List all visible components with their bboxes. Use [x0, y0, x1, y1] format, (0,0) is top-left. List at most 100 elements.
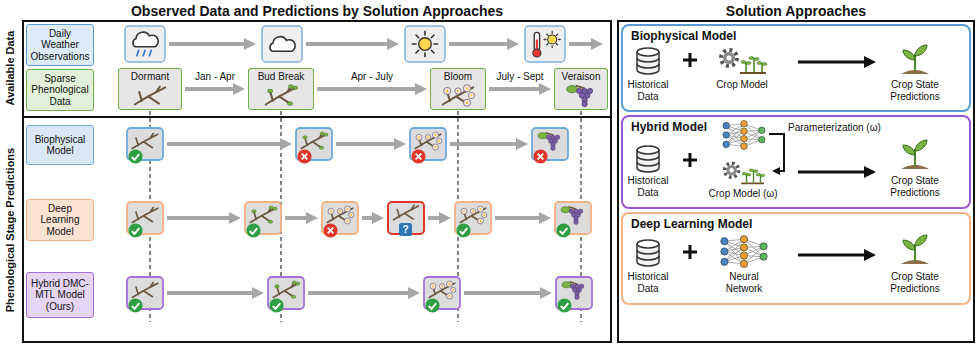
weather-icons [533, 31, 560, 57]
prediction-icons [250, 206, 277, 223]
stage-arrow [489, 87, 542, 91]
prediction-icons [394, 205, 419, 220]
section-divider [22, 116, 612, 118]
stage-box: Bud Break [248, 68, 314, 110]
icon-caption: Historical Data [618, 79, 678, 103]
flow-arrow [362, 216, 375, 220]
icon-caption: Historical Data [618, 175, 678, 199]
icon-caption: Crop Model [707, 79, 777, 91]
stage-icons [554, 68, 608, 110]
approach-icons [637, 45, 929, 267]
panel-heading: Observed Data and Predictions by Solutio… [14, 3, 620, 19]
stage-icons [430, 68, 486, 110]
prediction-icons [323, 223, 337, 237]
stage-box: Veraison [554, 68, 608, 110]
prediction-icons [415, 132, 442, 150]
flow-arrow [336, 142, 397, 146]
flow-arrow [428, 216, 442, 220]
approach-icons [637, 146, 659, 172]
prediction-icons [269, 298, 283, 312]
icon-caption: Crop State Predictions [875, 175, 955, 199]
prediction-icons [132, 134, 158, 149]
row-label: Daily Weather Observations [29, 28, 91, 63]
prediction-icons [297, 149, 311, 163]
prediction-icons [429, 281, 456, 299]
prediction-icons [132, 283, 158, 298]
stage-name: Bud Break [251, 71, 311, 83]
prediction-icons [561, 207, 583, 225]
prediction-icons [456, 223, 470, 237]
flow-arrow [495, 216, 542, 220]
approach-icons [901, 235, 929, 264]
stage-name: Veraison [557, 71, 605, 83]
stage-box: Dormant [118, 68, 182, 110]
plus-sign [683, 245, 697, 259]
section-label: Available Data [4, 31, 17, 106]
prediction-icons [425, 298, 439, 312]
flow-arrow [169, 42, 247, 46]
weather-icons [125, 26, 565, 62]
weather-icons [262, 26, 302, 62]
prediction-icons [556, 223, 570, 237]
weather-icons [525, 26, 565, 62]
row-label: Deep Learning Model [29, 203, 91, 238]
prediction-icons [273, 281, 300, 298]
stage-name: Bloom [433, 71, 483, 83]
prediction-icons [460, 206, 487, 224]
arrow-label: Parameterization (ω) [788, 122, 881, 134]
prediction-icons [127, 128, 592, 313]
prediction-icons [128, 298, 142, 312]
stage-arrow [317, 87, 418, 91]
flow-arrow [167, 216, 232, 220]
model-row-label: Biophysical Model [26, 125, 94, 165]
stage-arrow [185, 87, 236, 91]
prediction-icons [557, 298, 571, 312]
flow-arrow [569, 42, 594, 46]
dashed-guide [150, 111, 581, 322]
approach-arrow [798, 62, 867, 255]
flow-arrow [167, 291, 255, 295]
stage-icons [118, 68, 182, 110]
flow-arrow [285, 216, 309, 220]
icon-caption: Crop State Predictions [875, 271, 955, 295]
row-label: Hybrid DMC-MTL Model (Ours) [29, 278, 91, 313]
weather-icons [412, 31, 437, 56]
approach-icons [901, 45, 929, 74]
edge-label: July - Sept [494, 71, 545, 83]
row-label: Biophysical Model [29, 134, 91, 157]
flow-arrow [308, 291, 411, 295]
weather-icons [405, 26, 445, 62]
approach-title: Deep Learning Model [631, 217, 961, 231]
approach-icons [901, 140, 929, 169]
approach-arrow [798, 171, 867, 174]
approach-icons [721, 236, 767, 268]
dashed-guide [150, 111, 581, 322]
icon-caption: Crop Model (ω) [703, 188, 783, 200]
flow-arrow [450, 142, 519, 146]
model-row-label: Hybrid DMC-MTL Model (Ours) [26, 272, 94, 318]
stage-icons [266, 85, 298, 106]
weather-icons [125, 26, 165, 62]
approach-arrow [798, 254, 867, 257]
stage-icons [567, 86, 593, 107]
flow-arrow [306, 42, 390, 46]
model-row-label: Deep Learning Model [26, 199, 94, 241]
stage-icons [443, 85, 475, 107]
flow-arrow [464, 291, 543, 295]
approach-arrow [798, 61, 867, 64]
approach-icons [725, 163, 765, 183]
stage-box: Bloom [430, 68, 486, 110]
icon-caption: Crop State Predictions [875, 79, 955, 103]
approach-icons [637, 240, 659, 266]
prediction-icons [411, 149, 425, 163]
approach-icons [723, 120, 765, 149]
icon-caption: Historical Data [618, 271, 678, 295]
panel-heading: Solution Approaches [609, 3, 977, 19]
prediction-icons [132, 208, 158, 223]
panel: Observed Data and Predictions by Solutio… [22, 20, 612, 343]
approach-title: Biophysical Model [631, 29, 961, 43]
prediction-icons [246, 223, 260, 237]
prediction-icons [128, 223, 142, 237]
